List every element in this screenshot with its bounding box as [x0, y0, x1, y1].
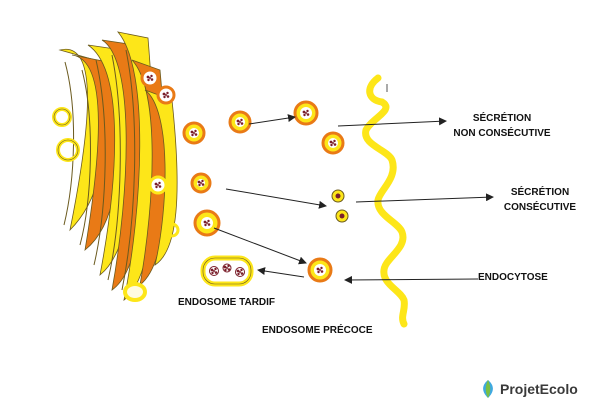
- label-secretion-consecutive: SÉCRÉTION CONSÉCUTIVE: [490, 185, 590, 215]
- label-secretion-non-consecutive-line1: SÉCRÉTION: [472, 113, 532, 124]
- arrow-vesicle-to-vesicle: [248, 114, 296, 125]
- arrow-to-early-endosome: [213, 227, 307, 265]
- label-secretion-consecutive-line1: SÉCRÉTION: [510, 187, 570, 198]
- arrow-to-secretion-consecutive: [355, 193, 494, 203]
- transport-vesicles: [182, 100, 349, 237]
- label-endosome-tardif: ENDOSOME TARDIF: [178, 297, 276, 308]
- late-endosome: [200, 255, 254, 287]
- label-endosome-precoce: ENDOSOME PRÉCOCE: [262, 325, 373, 336]
- arrow-to-late-endosome: [257, 267, 305, 278]
- label-endocytose: ENDOCYTOSE: [478, 272, 548, 283]
- early-endosome: [307, 257, 333, 283]
- arrow-golgi-to-secretory-vesicles: [225, 188, 327, 209]
- brand-name: ProjetEcolo: [500, 381, 578, 397]
- leaf-icon: [483, 380, 493, 398]
- arrow-to-secretion-non-consecutive: [337, 117, 447, 127]
- label-secretion-non-consecutive-line2: NON CONSÉCUTIVE: [453, 128, 551, 139]
- label-secretion-non-consecutive: SÉCRÉTION NON CONSÉCUTIVE: [442, 111, 562, 141]
- golgi-apparatus: [58, 31, 178, 301]
- brand-logo: ProjetEcolo: [480, 378, 578, 400]
- arrows: [213, 114, 494, 284]
- label-secretion-consecutive-line2: CONSÉCUTIVE: [503, 202, 577, 213]
- plasma-membrane: [362, 74, 408, 328]
- golgi-side-vesicles: [52, 68, 180, 302]
- arrow-endocytose: [344, 275, 479, 284]
